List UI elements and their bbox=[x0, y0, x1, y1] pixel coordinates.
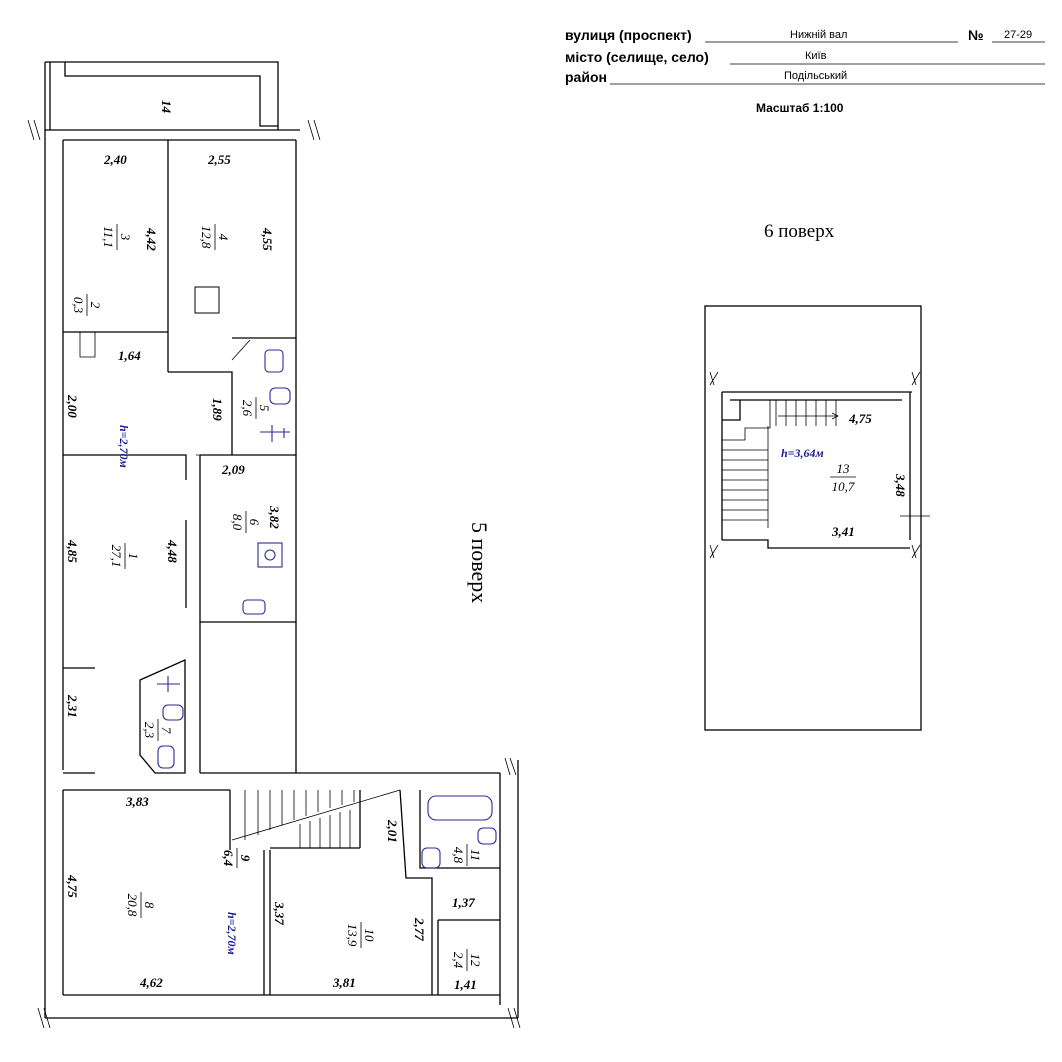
height-floor6: h=3,64м bbox=[781, 446, 824, 460]
dim-r5-height: 1,89 bbox=[210, 398, 225, 421]
dim-r6-height: 3,82 bbox=[267, 505, 282, 529]
number-label: № bbox=[968, 27, 984, 43]
dim-r7-height: 2,31 bbox=[65, 694, 80, 718]
dim-corridor-width: 1,64 bbox=[118, 348, 141, 363]
kitchen-sink-icon bbox=[242, 599, 266, 615]
room-4-number: 4 bbox=[216, 234, 231, 241]
floor5-labels: 14 2,40 2,55 4,42 4,55 1,64 2,00 1,89 2,… bbox=[65, 100, 483, 992]
street-label: вулиця (проспект) bbox=[565, 27, 692, 43]
room-7-number: 7 bbox=[159, 727, 174, 734]
dim-r3-width: 2,40 bbox=[103, 152, 127, 167]
room-1-number: 1 bbox=[126, 553, 141, 560]
room-13-area: 10,7 bbox=[832, 479, 855, 494]
toilet-icon-2 bbox=[157, 745, 175, 769]
shower-icon-2 bbox=[157, 676, 180, 692]
dim-r13-height: 3,48 bbox=[893, 473, 908, 497]
district-value: Подільський bbox=[784, 70, 847, 82]
stove-icon bbox=[257, 542, 283, 568]
floor6-title: 6 поверх bbox=[764, 221, 835, 242]
dim-r10-left: 3,37 bbox=[272, 901, 287, 925]
dim-r10-right: 2,77 bbox=[412, 917, 427, 941]
city-value: Київ bbox=[805, 50, 827, 62]
dim-r6-width: 2,09 bbox=[221, 462, 245, 477]
dim-r13-top: 4,75 bbox=[848, 411, 872, 426]
dim-r11-width: 1,37 bbox=[452, 895, 475, 910]
dim-r13-bottom: 3,41 bbox=[831, 524, 855, 539]
dim-corridor-height: 2,00 bbox=[65, 394, 80, 418]
room-9-number: 9 bbox=[238, 855, 253, 862]
dim-r8-height: 4,75 bbox=[65, 874, 80, 898]
sink-icon bbox=[269, 387, 291, 405]
room-11-area: 4,8 bbox=[451, 847, 466, 864]
room-4-area: 12,8 bbox=[199, 226, 214, 249]
burner-icon bbox=[264, 549, 276, 561]
height-floor5-lower: h=2,70м bbox=[225, 912, 239, 955]
room-10-number: 10 bbox=[362, 929, 377, 943]
toilet-icon bbox=[264, 349, 284, 373]
room-11-number: 11 bbox=[468, 849, 483, 861]
floor6-plan bbox=[704, 305, 930, 731]
number-value: 27-29 bbox=[1004, 29, 1032, 41]
dim-balcony: 14 bbox=[159, 100, 174, 114]
dim-r1-inner: 4,48 bbox=[165, 539, 180, 563]
dim-stair: 2,01 bbox=[385, 819, 400, 843]
bathtub-icon bbox=[427, 795, 493, 821]
room-5-number: 5 bbox=[257, 405, 272, 412]
room-2-number: 2 bbox=[88, 302, 103, 309]
staircase-floor6 bbox=[722, 400, 839, 528]
room-1-area: 27,1 bbox=[109, 545, 124, 568]
sink-icon-2 bbox=[162, 704, 184, 721]
district-label: район bbox=[565, 69, 607, 85]
room-12-area: 2,4 bbox=[451, 952, 466, 969]
room-9-area: 6,4 bbox=[221, 850, 236, 867]
shower-icon bbox=[260, 425, 290, 442]
city-label: місто (селище, село) bbox=[565, 49, 709, 65]
room-6-area: 8,0 bbox=[230, 514, 245, 531]
height-floor5-upper: h=2,70м bbox=[117, 425, 131, 468]
room-3-number: 3 bbox=[118, 233, 133, 241]
room-12-number: 12 bbox=[468, 954, 483, 968]
dim-r4-height: 4,55 bbox=[260, 227, 275, 251]
fixtures bbox=[157, 286, 497, 869]
room-3-area: 11,1 bbox=[101, 226, 116, 248]
room-6-number: 6 bbox=[247, 519, 262, 526]
sink-icon-3 bbox=[477, 827, 497, 845]
header-block: вулиця (проспект) Нижній вал № 27-29 міс… bbox=[565, 27, 1045, 115]
dim-r12-width: 1,41 bbox=[454, 977, 477, 992]
floor5-plan bbox=[27, 61, 521, 1029]
toilet-icon-3 bbox=[421, 847, 441, 869]
room-10-area: 13,9 bbox=[345, 924, 360, 947]
shaft-icon bbox=[194, 286, 220, 314]
room-13-number: 13 bbox=[837, 461, 851, 476]
room-8-area: 20,8 bbox=[125, 894, 140, 917]
dim-r4-width: 2,55 bbox=[207, 152, 231, 167]
street-value: Нижній вал bbox=[790, 29, 847, 41]
room-7-area: 2,3 bbox=[142, 722, 157, 739]
dim-r8-top: 3,83 bbox=[125, 794, 149, 809]
dim-r8-bottom: 4,62 bbox=[139, 975, 163, 990]
scale-label: Масштаб 1:100 bbox=[756, 101, 844, 115]
room-2-area: 0,3 bbox=[71, 297, 86, 314]
staircase-floor5 bbox=[231, 789, 401, 849]
dim-r10-width: 3,81 bbox=[332, 975, 356, 990]
room-5-area: 2,6 bbox=[240, 400, 255, 417]
dim-r3-height: 4,42 bbox=[144, 227, 159, 251]
dim-r1-height: 4,85 bbox=[65, 539, 80, 563]
room-8-number: 8 bbox=[142, 902, 157, 909]
floor5-title: 5 поверх bbox=[467, 522, 492, 603]
